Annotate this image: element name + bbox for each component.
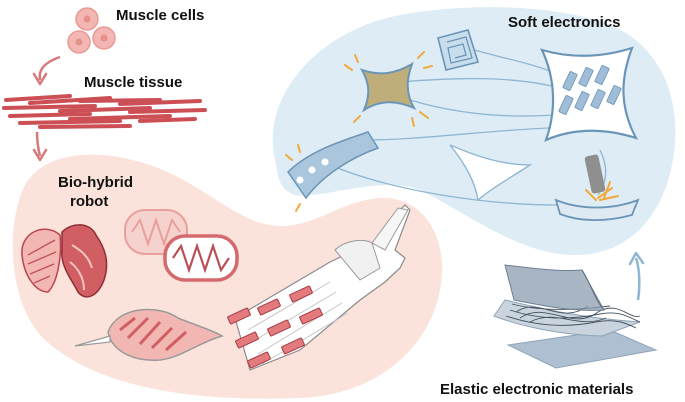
muscle-cells-label: Muscle cells [116, 7, 204, 24]
gold-patch-icon [344, 51, 433, 127]
muscle-tissue-illustration [2, 94, 207, 129]
stingray-robot-illustration [74, 308, 224, 361]
arrow-tissue-to-robot [35, 131, 42, 157]
spiral-patch-icon [437, 29, 480, 71]
biohybrid-hand-illustration [227, 204, 411, 371]
biohybrid-label-line1: Bio-hybrid [58, 174, 133, 191]
muscle-cells-illustration [67, 7, 116, 54]
chip-array-patch-icon [539, 46, 639, 143]
elastic-materials-illustration [493, 264, 658, 369]
jellyfish-robot-illustration [21, 224, 108, 298]
sensor-strip-icon [285, 131, 380, 212]
muscle-tissue-label: Muscle tissue [84, 74, 182, 91]
thin-film-icon [449, 144, 533, 202]
soft-electronics-label: Soft electronics [508, 14, 621, 31]
probe-device-icon [554, 154, 640, 221]
arrow-materials-to-soft [634, 257, 641, 301]
zigzag-bot-illustration [124, 209, 239, 282]
arrow-cells-to-tissue [38, 55, 61, 81]
biohybrid-label-line2: robot [70, 193, 108, 210]
elastic-materials-label: Elastic electronic materials [440, 381, 633, 398]
